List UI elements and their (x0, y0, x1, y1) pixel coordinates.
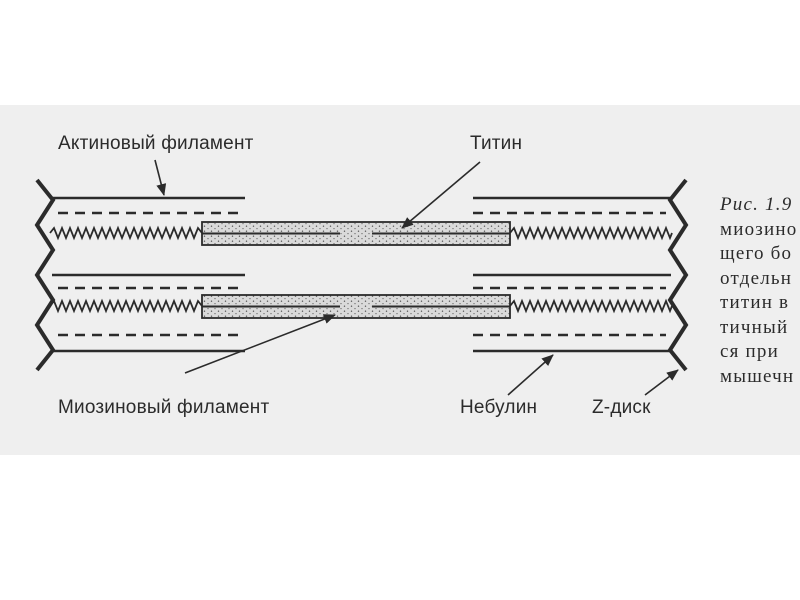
myosin-filaments (201, 221, 511, 319)
caption-line: щего бо (720, 243, 793, 264)
caption-line: миозино (720, 218, 798, 240)
arrow-zdisk (644, 369, 679, 396)
figure-caption: Рис. 1.9 миозино щего бо отдельн титин в… (720, 193, 800, 389)
caption-line: Рис. 1.9 (720, 194, 793, 215)
label-myosin-filament: Миозиновый филамент (58, 397, 270, 418)
titin-spring (49, 225, 203, 241)
titin-springs (49, 225, 673, 314)
caption-line: мышечн (720, 365, 795, 387)
label-actin-filament: Актиновый филамент (58, 133, 254, 154)
sarcomere-diagram (34, 159, 689, 396)
figure-panel: Актиновый филамент Титин Миозиновый фила… (0, 105, 800, 455)
arrow-titin (401, 161, 481, 229)
titin-spring (49, 298, 203, 314)
z-disc-left (34, 178, 56, 372)
arrow-myosin (184, 314, 336, 374)
caption-line: титин в (720, 292, 790, 313)
caption-line: ся при (720, 341, 779, 362)
caption-line: тичный (720, 316, 789, 338)
nebulin-strands (58, 211, 666, 337)
arrow-nebulin (507, 354, 554, 396)
label-titin: Титин (470, 133, 523, 154)
pointer-arrows (154, 159, 679, 396)
z-disc-right (667, 178, 689, 372)
actin-filaments (52, 196, 671, 353)
label-z-disk: Z-диск (592, 397, 651, 418)
arrow-actin (154, 159, 167, 196)
titin-spring (509, 298, 673, 314)
titin-spring (509, 225, 673, 241)
caption-line: отдельн (720, 267, 793, 289)
label-nebulin: Небулин (460, 397, 538, 418)
